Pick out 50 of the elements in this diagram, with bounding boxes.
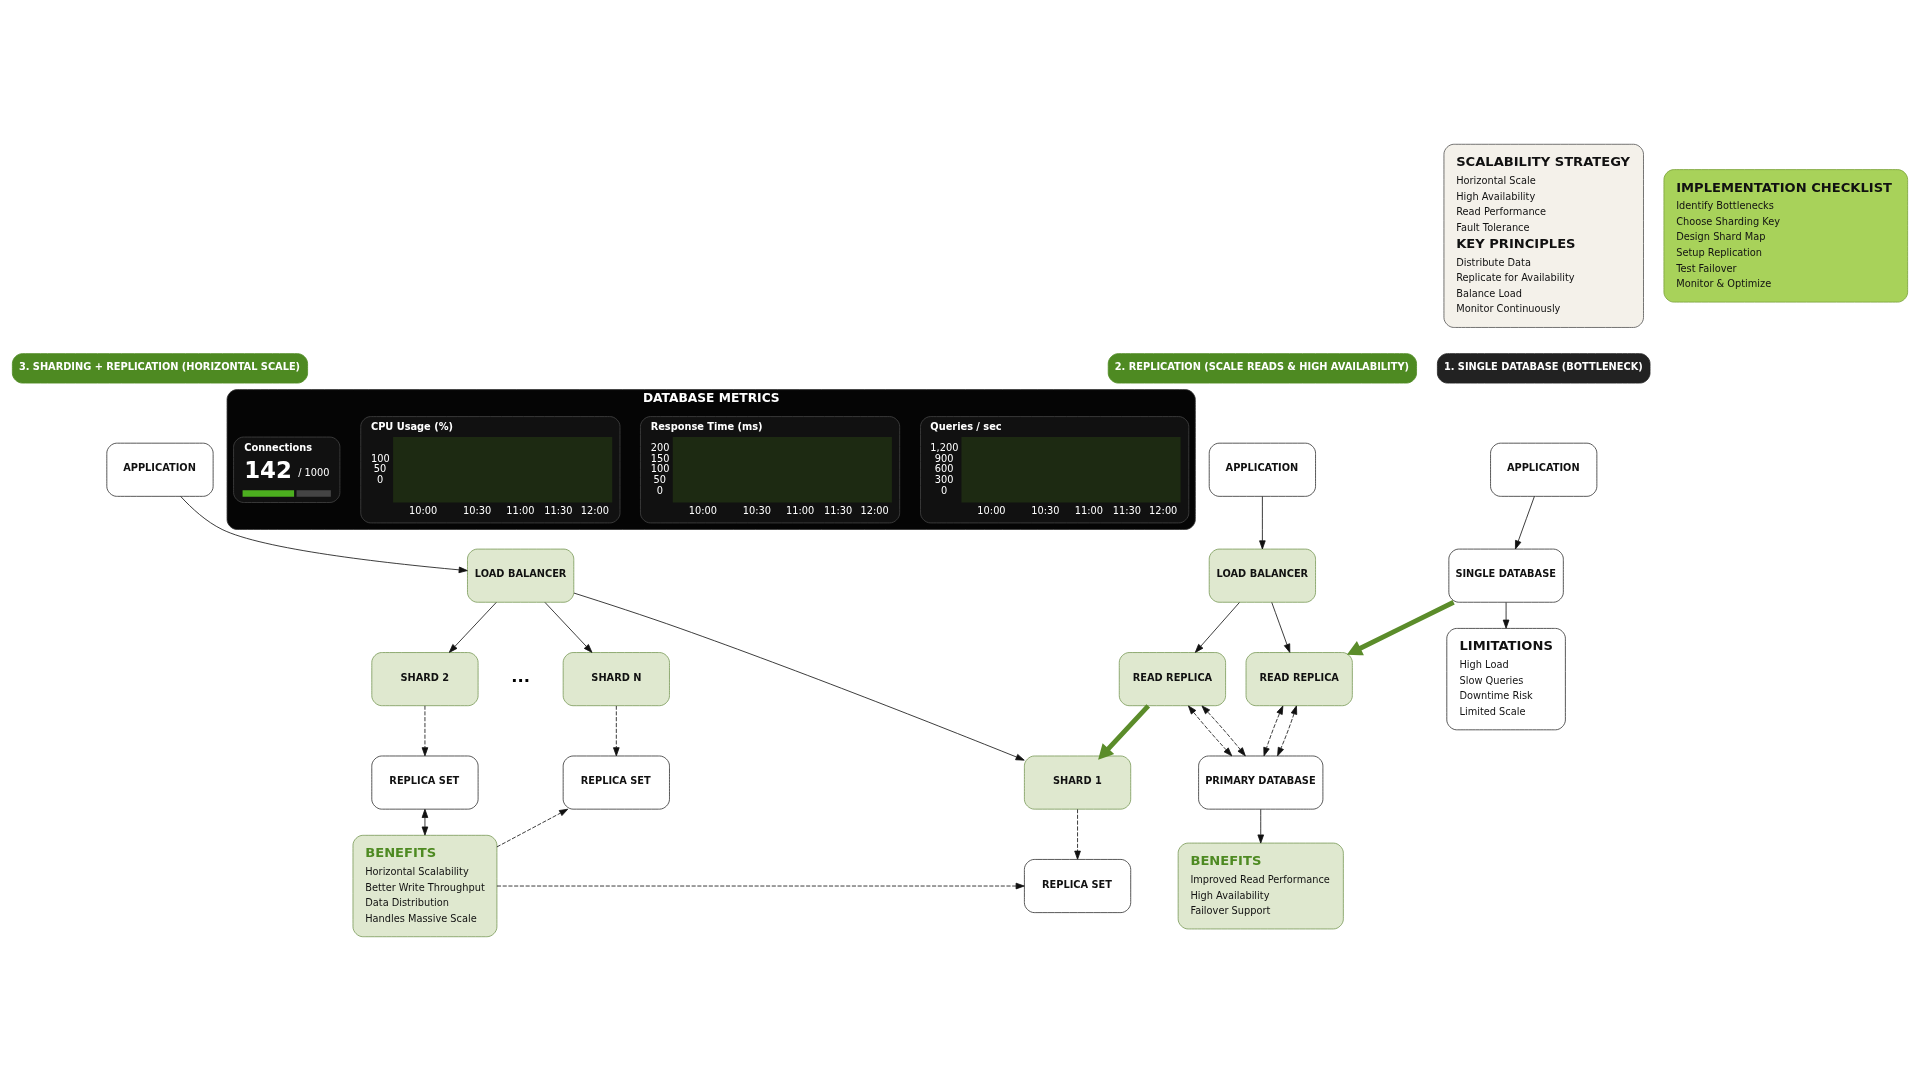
node-box: IMPLEMENTATION CHECKLIST Identify Bottlenecks Choose Sharding Key Design Shard Map Setup Replication Test Failover Monitor & Optimize bbox=[1663, 168, 1909, 303]
node-box: LOAD BALANCER bbox=[467, 548, 575, 603]
node-box: REPLICA SET bbox=[1024, 858, 1132, 913]
arrow bbox=[421, 705, 429, 756]
arrow bbox=[573, 592, 1025, 761]
node-box: Queries / sec 1,200 900 600 300 0 10:00 10:30 11:00 11:30 12:00 bbox=[920, 415, 1190, 523]
node-box: APPLICATION bbox=[106, 442, 214, 497]
arrow bbox=[1201, 705, 1246, 756]
label: ... bbox=[511, 666, 530, 686]
node-box: 1. SINGLE DATABASE (BOTTLENECK) bbox=[1437, 352, 1651, 383]
arrow bbox=[1098, 703, 1151, 760]
node-box: READ REPLICA bbox=[1245, 651, 1353, 706]
arrow bbox=[1074, 808, 1081, 860]
node-box: READ REPLICA bbox=[1118, 651, 1226, 706]
node-box: REPLICA SET bbox=[371, 755, 479, 810]
arrow bbox=[180, 495, 468, 573]
arrow bbox=[1346, 599, 1455, 655]
node-box: BENEFITS Improved Read Performance High Availability Failover Support bbox=[1177, 842, 1344, 929]
arrow bbox=[1194, 601, 1240, 653]
node-box: LOAD BALANCER bbox=[1208, 548, 1316, 603]
node-box: SCALABILITY STRATEGY Horizontal Scale High Availability Read Performance Fault Tolerance KEY PRINCIPLES Distribute Data Replicate for Availability Balance Load Monitor Continuously bbox=[1443, 143, 1644, 328]
node-box: SHARD 1 bbox=[1024, 755, 1132, 810]
arrow bbox=[1271, 601, 1291, 653]
node-box: Response Time (ms) 200 150 100 50 0 10:00 10:30 11:00 11:30 12:00 bbox=[640, 415, 901, 523]
node-box: PRIMARY DATABASE bbox=[1198, 755, 1324, 810]
arrow bbox=[1263, 705, 1284, 756]
node-box: Connections 142 / 1000 bbox=[233, 436, 341, 503]
node-box: 2. REPLICATION (SCALE READS & HIGH AVAILABILITY) bbox=[1107, 352, 1417, 383]
node-box: SINGLE DATABASE bbox=[1448, 548, 1564, 603]
arrow bbox=[1188, 705, 1233, 756]
node-box: 3. SHARDING + REPLICATION (HORIZONTAL SCALE) bbox=[11, 352, 308, 383]
arrow bbox=[613, 705, 620, 756]
arrow bbox=[1515, 495, 1535, 549]
node-box: LIMITATIONS High Load Slow Queries Downtime Risk Limited Scale bbox=[1446, 627, 1566, 730]
arrow bbox=[421, 808, 429, 836]
arrow bbox=[448, 601, 497, 653]
node-box: SHARD N bbox=[562, 651, 670, 706]
arrow bbox=[496, 808, 569, 847]
node-box: CPU Usage (%) 100 50 0 10:00 10:30 11:00 11:30 12:00 bbox=[360, 415, 621, 523]
arrow bbox=[1259, 495, 1266, 549]
node-box: BENEFITS Horizontal Scalability Better Write Throughput Data Distribution Handles Massive Scale bbox=[352, 834, 498, 937]
arrow bbox=[1502, 601, 1510, 629]
node-box: APPLICATION bbox=[1490, 442, 1598, 497]
arrow bbox=[496, 882, 1025, 889]
node-box: REPLICA SET bbox=[562, 755, 670, 810]
arrow bbox=[1257, 808, 1264, 843]
node-box: APPLICATION bbox=[1208, 442, 1316, 497]
arrow bbox=[1277, 705, 1298, 756]
arrow bbox=[544, 601, 593, 653]
node-box: SHARD 2 bbox=[371, 651, 479, 706]
